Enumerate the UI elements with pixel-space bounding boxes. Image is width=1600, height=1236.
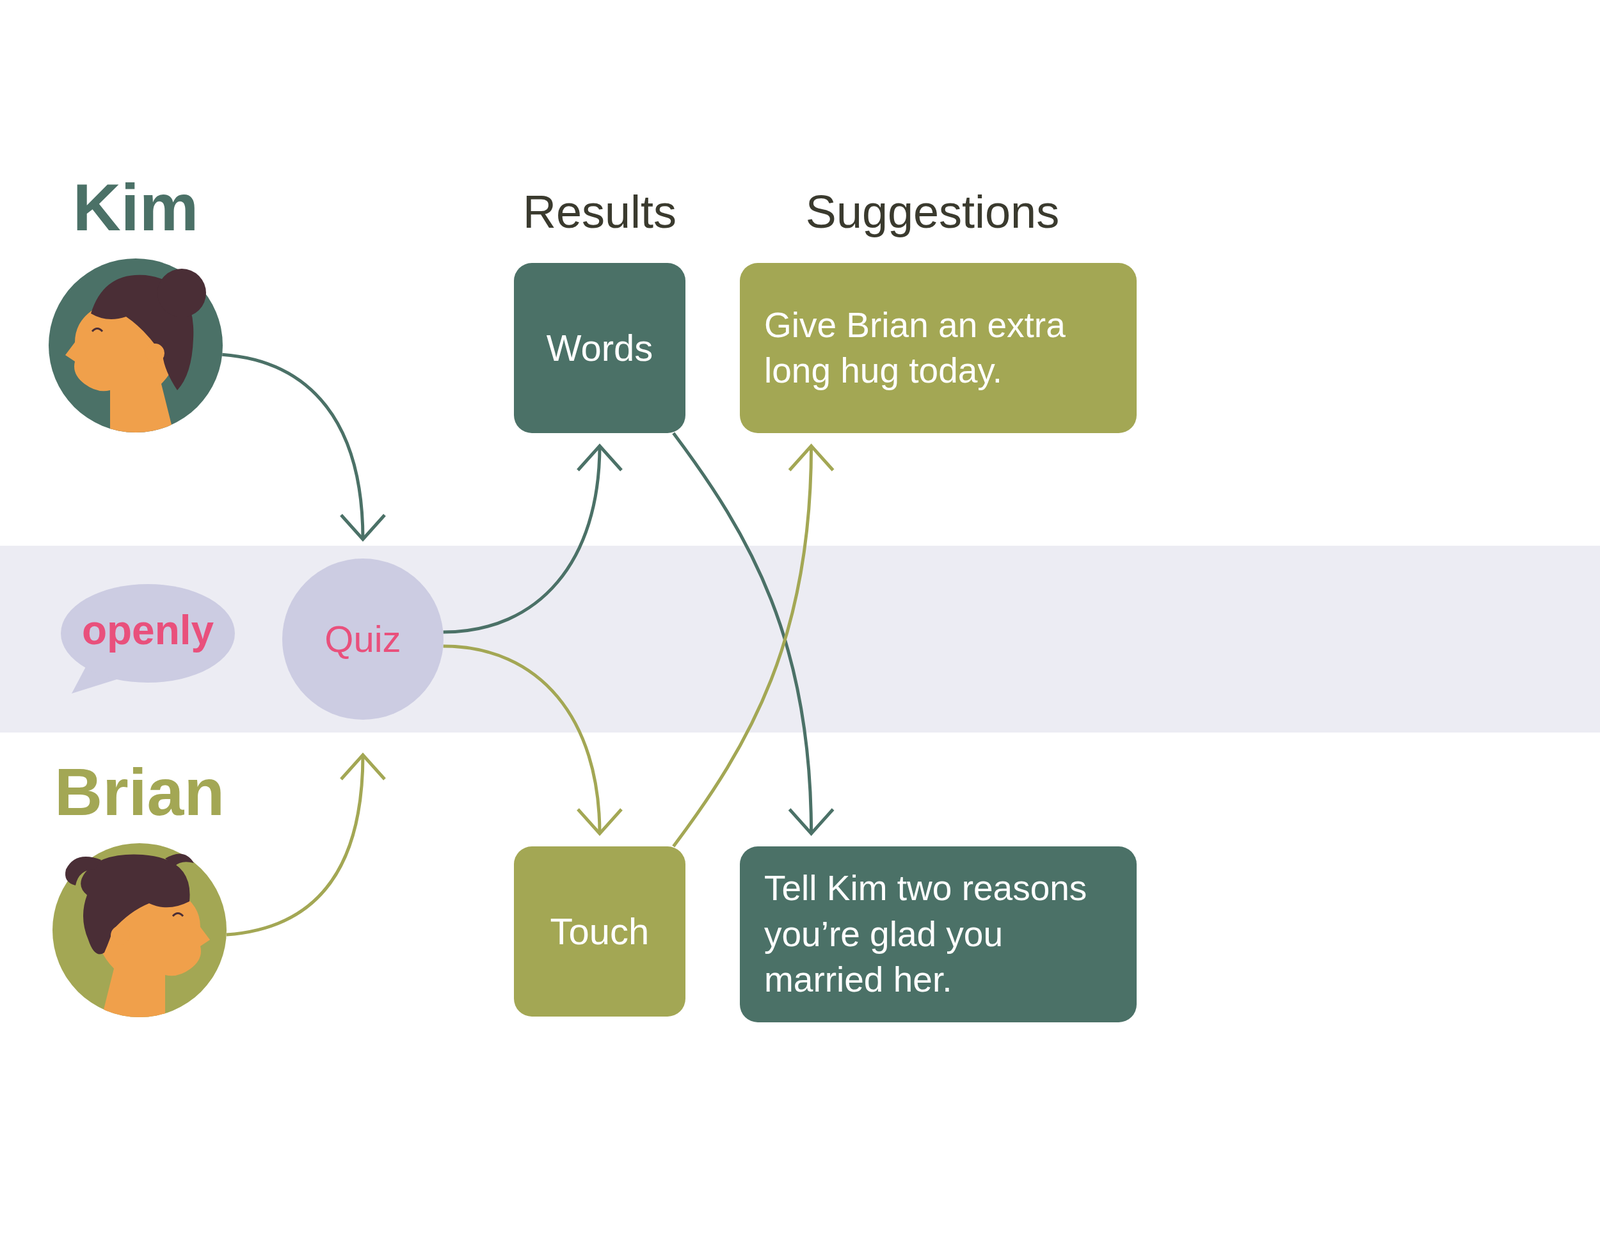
- connector-line: [226, 755, 363, 936]
- connector: [222, 354, 385, 540]
- connector: [226, 755, 385, 936]
- connector: [443, 646, 622, 834]
- logo-text: openly: [81, 608, 214, 653]
- arrowhead: [577, 809, 622, 834]
- arrowhead: [789, 809, 834, 834]
- connector: [443, 446, 622, 633]
- connector-line: [222, 354, 363, 540]
- result-box: Words: [513, 263, 686, 434]
- person-name: Brian: [0, 759, 355, 826]
- suggestion-text: Give Brian an extra long hug today.: [764, 302, 1123, 395]
- result-text: Touch: [550, 907, 650, 956]
- result-box: Touch: [513, 846, 686, 1017]
- connector: [673, 446, 833, 847]
- connector-line: [443, 446, 600, 633]
- suggestion-box: Give Brian an extra long hug today.: [739, 263, 1137, 434]
- kim-avatar: [48, 258, 223, 436]
- quiz-circle: Quiz: [282, 558, 444, 720]
- person-name: Kim: [0, 174, 351, 241]
- arrowhead: [341, 755, 385, 780]
- suggestion-text: Tell Kim two reasons you’re glad you mar…: [764, 865, 1123, 1004]
- result-text: Words: [546, 323, 654, 372]
- arrowhead: [789, 446, 834, 471]
- bubble-body: [60, 584, 235, 683]
- column-heading: Suggestions: [805, 186, 1060, 238]
- connector-line: [673, 433, 811, 834]
- arrowhead: [577, 446, 622, 471]
- quiz-text: Quiz: [324, 618, 401, 660]
- brian-avatar: [52, 843, 227, 1021]
- logo-bubble: openly: [60, 584, 235, 683]
- column-heading: Results: [522, 186, 677, 238]
- person-avatar: Brian: [52, 843, 227, 1018]
- circle-body: [282, 558, 444, 720]
- person-avatar: Kim: [48, 258, 223, 433]
- connector-line: [443, 646, 600, 834]
- connector-line: [673, 446, 811, 847]
- arrowhead: [341, 515, 385, 540]
- suggestion-box: Tell Kim two reasons you’re glad you mar…: [739, 846, 1137, 1023]
